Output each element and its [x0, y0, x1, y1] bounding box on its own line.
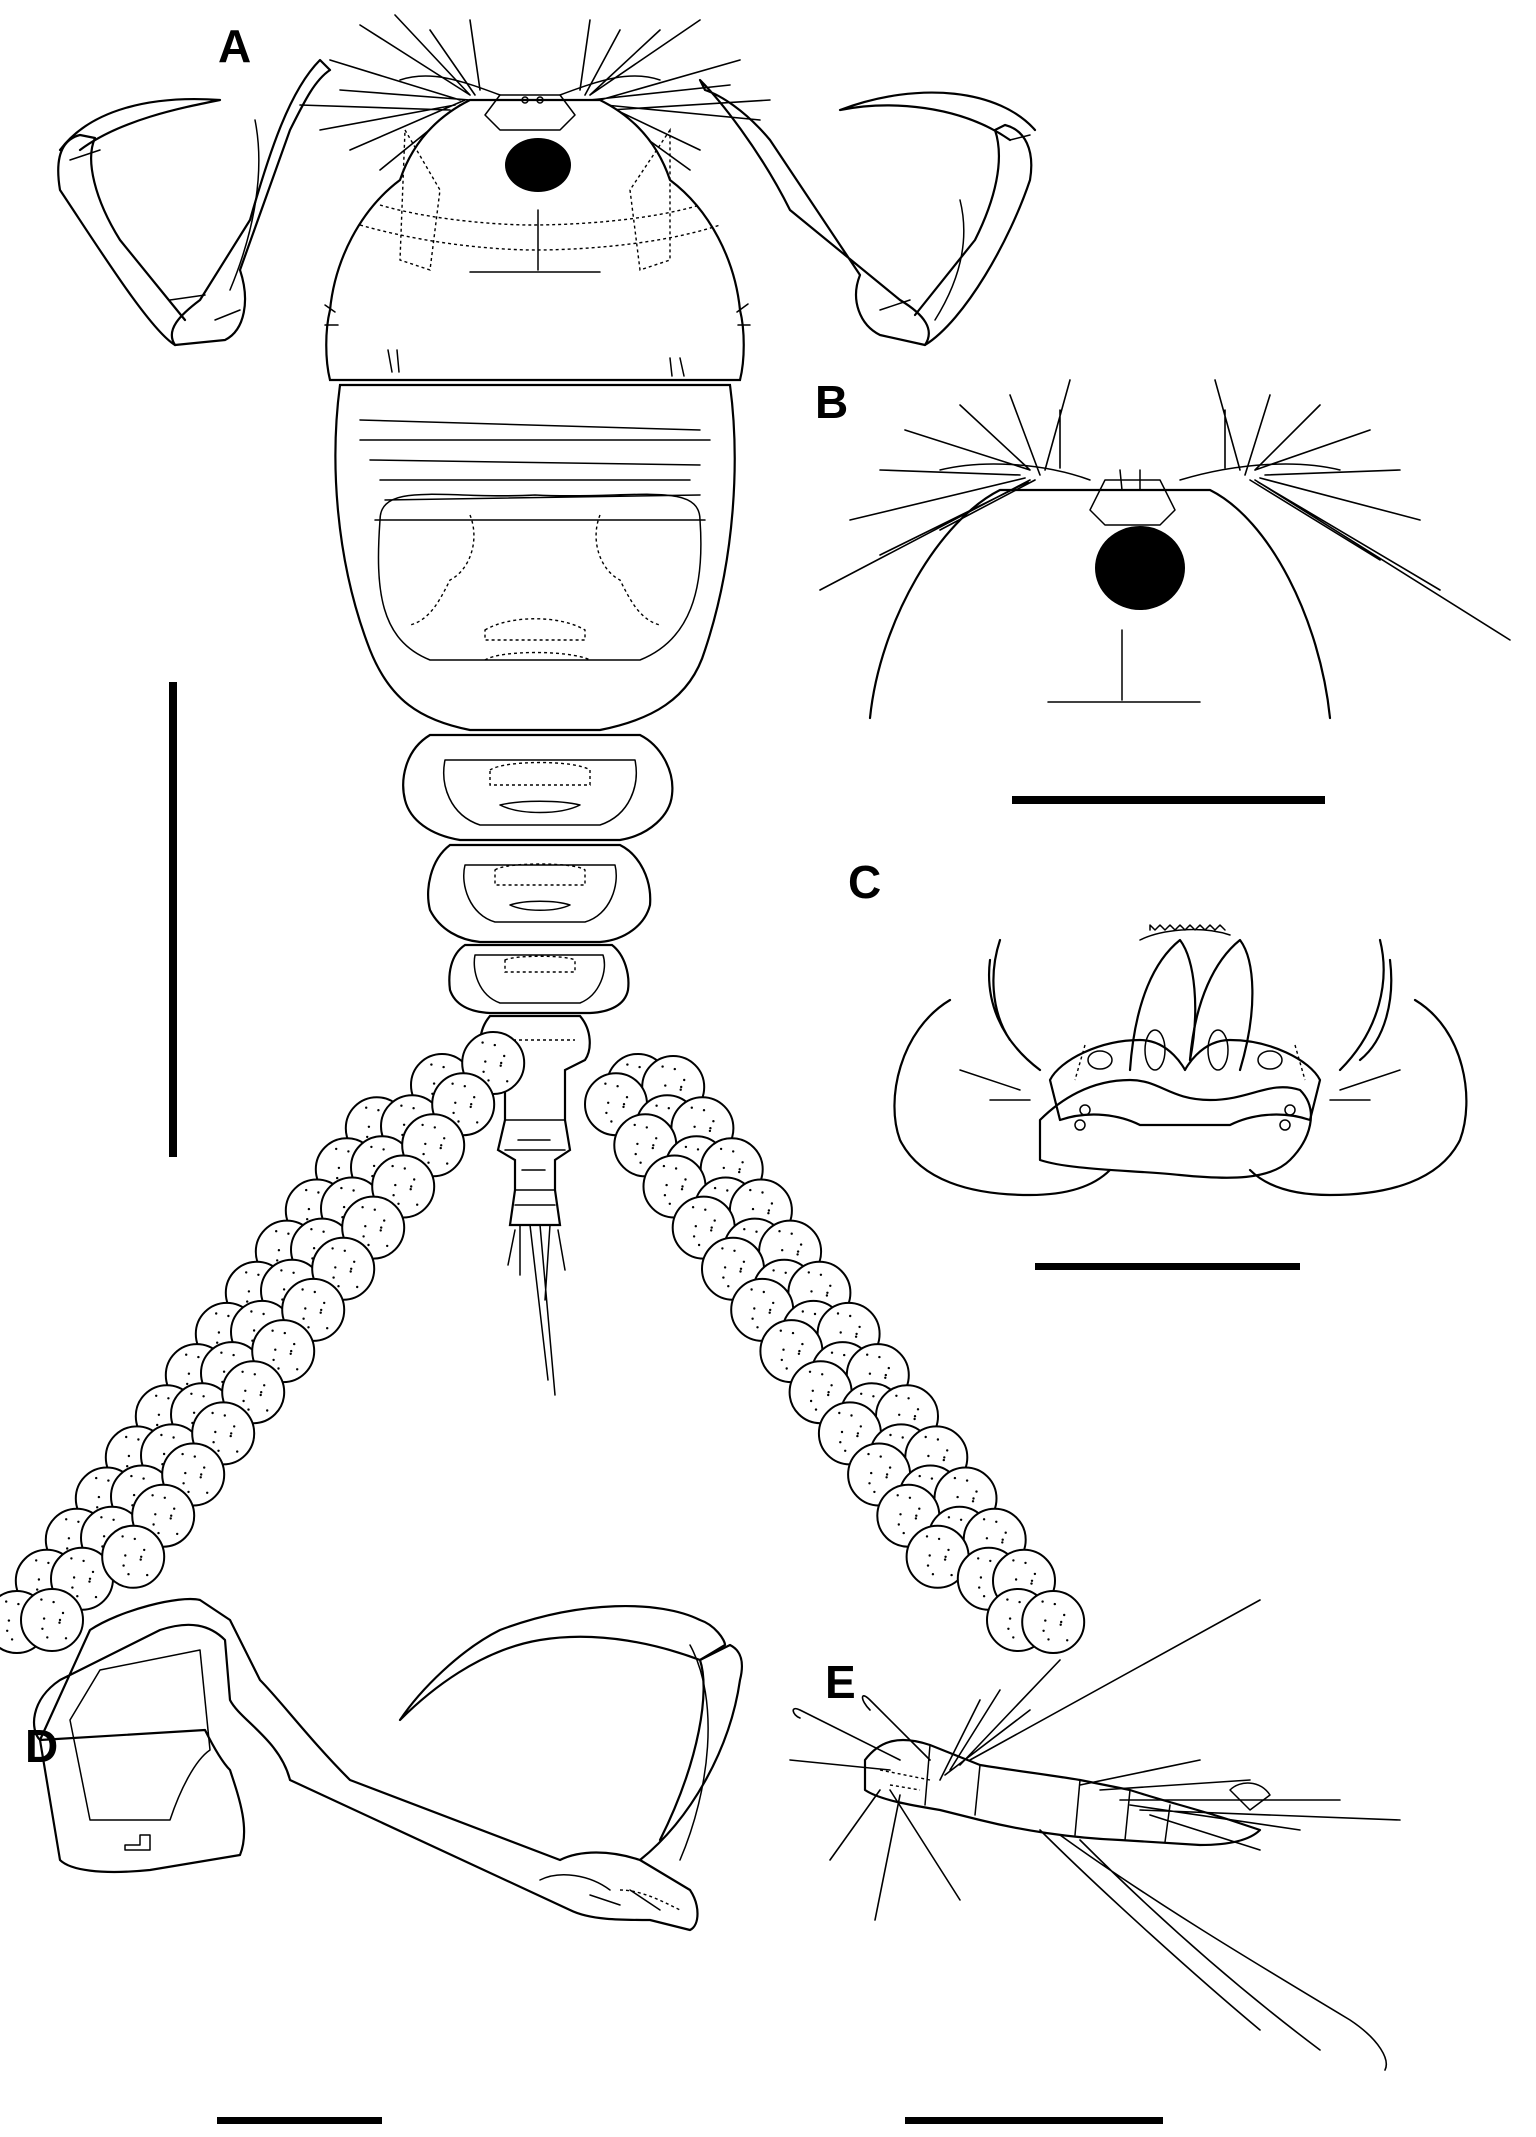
scale-bar-d: [217, 2117, 382, 2124]
panel-label-a: A: [218, 20, 251, 72]
scale-bar-c: [1035, 1263, 1300, 1270]
panel-label-c: C: [848, 856, 881, 908]
thoracic-somite-3: [427, 843, 652, 944]
panel-b: B: [815, 376, 1511, 804]
panel-d: D: [25, 1598, 744, 2124]
scale-bar-b: [1012, 796, 1325, 804]
scale-bar-a: [169, 682, 177, 1157]
egg-sac-right: [584, 1053, 1086, 1654]
left-antenna-hook: [57, 58, 332, 347]
thoracic-somite-2: [402, 733, 674, 842]
eye-spot: [505, 138, 571, 192]
thoracic-somite-4: [448, 943, 630, 1015]
panel-a: A: [0, 14, 1086, 1654]
eye-spot-b: [1095, 526, 1185, 610]
panel-c: C: [848, 856, 1468, 1270]
antennule-setae: [299, 14, 771, 171]
egg-sac-left: [0, 1031, 526, 1654]
scale-bar-e: [905, 2117, 1163, 2124]
right-antenna-hook: [698, 78, 1037, 347]
panel-label-e: E: [825, 1656, 856, 1708]
cephalothorax: [324, 94, 751, 382]
thoracic-somite-1: [334, 383, 736, 732]
panel-e: E: [789, 1599, 1401, 2124]
panel-label-b: B: [815, 376, 848, 428]
